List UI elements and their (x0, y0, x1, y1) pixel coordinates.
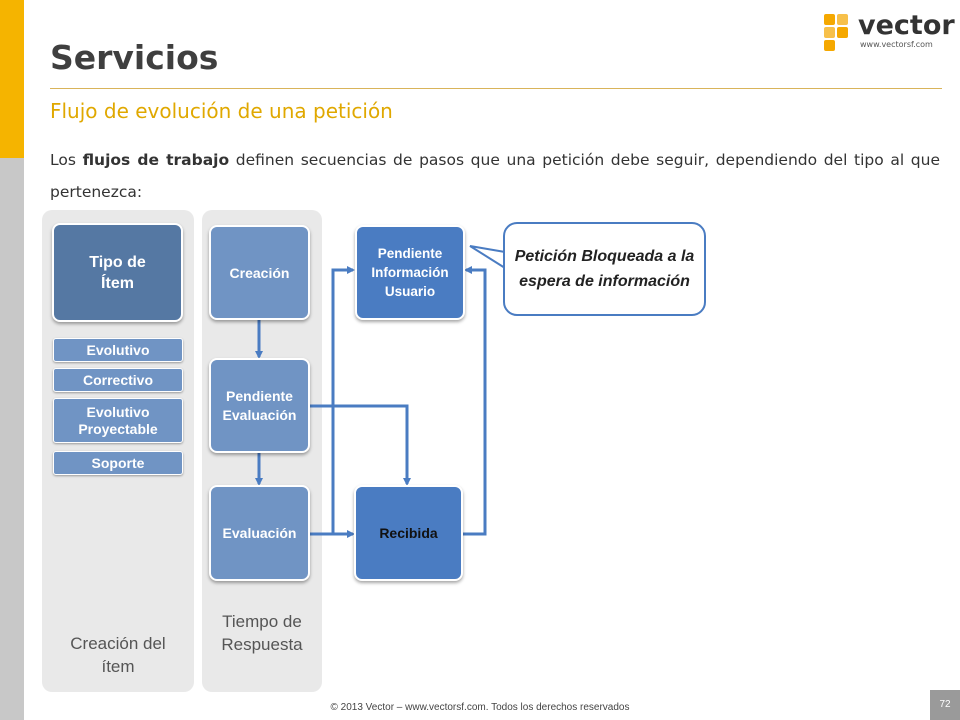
left-accent-bar (0, 0, 24, 158)
body-text-part1: Los (50, 151, 83, 169)
arrow-pendiente-eval-to-recibida (309, 404, 411, 486)
vector-logo: vector www.vectorsf.com (818, 10, 955, 58)
item-type-correctivo: Correctivo (53, 368, 183, 392)
node-recibida: Recibida (354, 485, 463, 581)
lane-label-creation: Creación del ítem (70, 634, 166, 676)
logo-url: www.vectorsf.com (860, 40, 933, 49)
body-text-part2: definen secuencias de pasos que una peti… (50, 151, 941, 201)
item-type-evolutivo: Evolutivo (53, 338, 183, 362)
logo-word: vector (858, 10, 955, 41)
node-pendiente-informacion-usuario: Pendiente Información Usuario (355, 225, 465, 320)
node-creacion: Creación (209, 225, 310, 320)
node-evaluacion: Evaluación (209, 485, 310, 581)
title-divider (50, 88, 942, 89)
arrow-evaluacion-to-pendiente-info (309, 266, 355, 536)
slide-title: Servicios (50, 38, 219, 77)
item-type-soporte: Soporte (53, 451, 183, 475)
body-text-bold: flujos de trabajo (82, 151, 230, 169)
arrow-recibida-to-pendiente-info (462, 266, 487, 536)
node-pendiente-evaluacion: Pendiente Evaluación (209, 358, 310, 453)
item-type-evolutivo-proyectable: Evolutivo Proyectable (53, 398, 183, 443)
node-tipo-de-item: Tipo de Ítem (52, 223, 183, 322)
slide-subtitle: Flujo de evolución de una petición (50, 99, 393, 123)
lane-label-response: Tiempo de Respuesta (221, 612, 303, 654)
footer-copyright: © 2013 Vector – www.vectorsf.com. Todos … (330, 702, 630, 713)
callout-peticion-bloqueada: Petición Bloqueada a la espera de inform… (503, 222, 706, 316)
page-number: 72 (930, 690, 960, 720)
body-paragraph: Los flujos de trabajo definen secuencias… (50, 144, 940, 208)
callout-tail (469, 245, 506, 269)
